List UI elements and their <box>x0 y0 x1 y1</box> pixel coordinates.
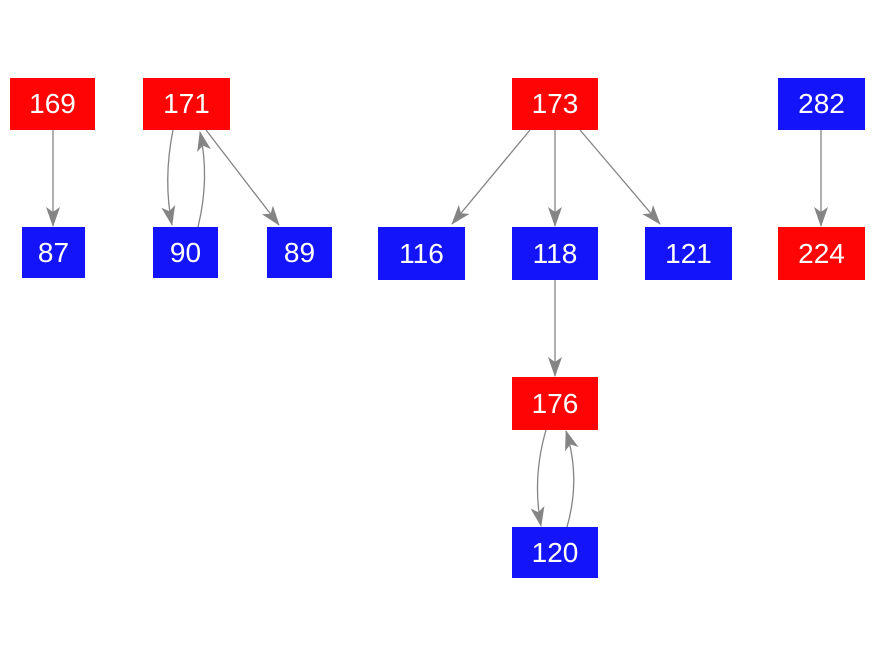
node-label: 171 <box>163 88 210 119</box>
graph-node-171[interactable]: 171 <box>143 78 230 130</box>
edge-171-to-89 <box>205 129 280 226</box>
graph-node-89[interactable]: 89 <box>267 227 332 278</box>
node-label: 176 <box>531 387 579 419</box>
node-label: 224 <box>798 237 845 269</box>
graph-node-169[interactable]: 169 <box>10 78 95 130</box>
edge-173-to-121 <box>579 129 661 225</box>
graph-node-87[interactable]: 87 <box>22 227 85 278</box>
node-label: 121 <box>665 237 712 269</box>
graph-node-90[interactable]: 90 <box>153 227 218 278</box>
graph-node-118[interactable]: 118 <box>512 227 598 280</box>
graph-node-224[interactable]: 224 <box>778 227 865 280</box>
node-label: 282 <box>798 88 845 119</box>
node-label: 118 <box>532 237 578 269</box>
graph-node-120[interactable]: 120 <box>512 527 598 578</box>
node-label: 116 <box>399 237 444 269</box>
node-label: 87 <box>37 236 70 268</box>
node-label: 90 <box>169 236 202 268</box>
edge-90-to-171 <box>197 131 211 228</box>
edge-173-to-116 <box>451 129 531 225</box>
graph-node-116[interactable]: 116 <box>378 227 465 280</box>
node-label: 169 <box>29 88 76 119</box>
graph-node-173[interactable]: 173 <box>512 78 598 130</box>
graph-node-176[interactable]: 176 <box>512 377 598 430</box>
node-label: 89 <box>283 236 316 268</box>
node-label: 120 <box>531 536 579 568</box>
edge-171-to-90 <box>161 129 176 226</box>
node-label: 173 <box>531 88 579 119</box>
graph-node-121[interactable]: 121 <box>645 227 732 280</box>
graph-node-282[interactable]: 282 <box>778 78 865 130</box>
edge-120-to-176 <box>565 430 579 528</box>
edge-176-to-120 <box>530 429 547 527</box>
